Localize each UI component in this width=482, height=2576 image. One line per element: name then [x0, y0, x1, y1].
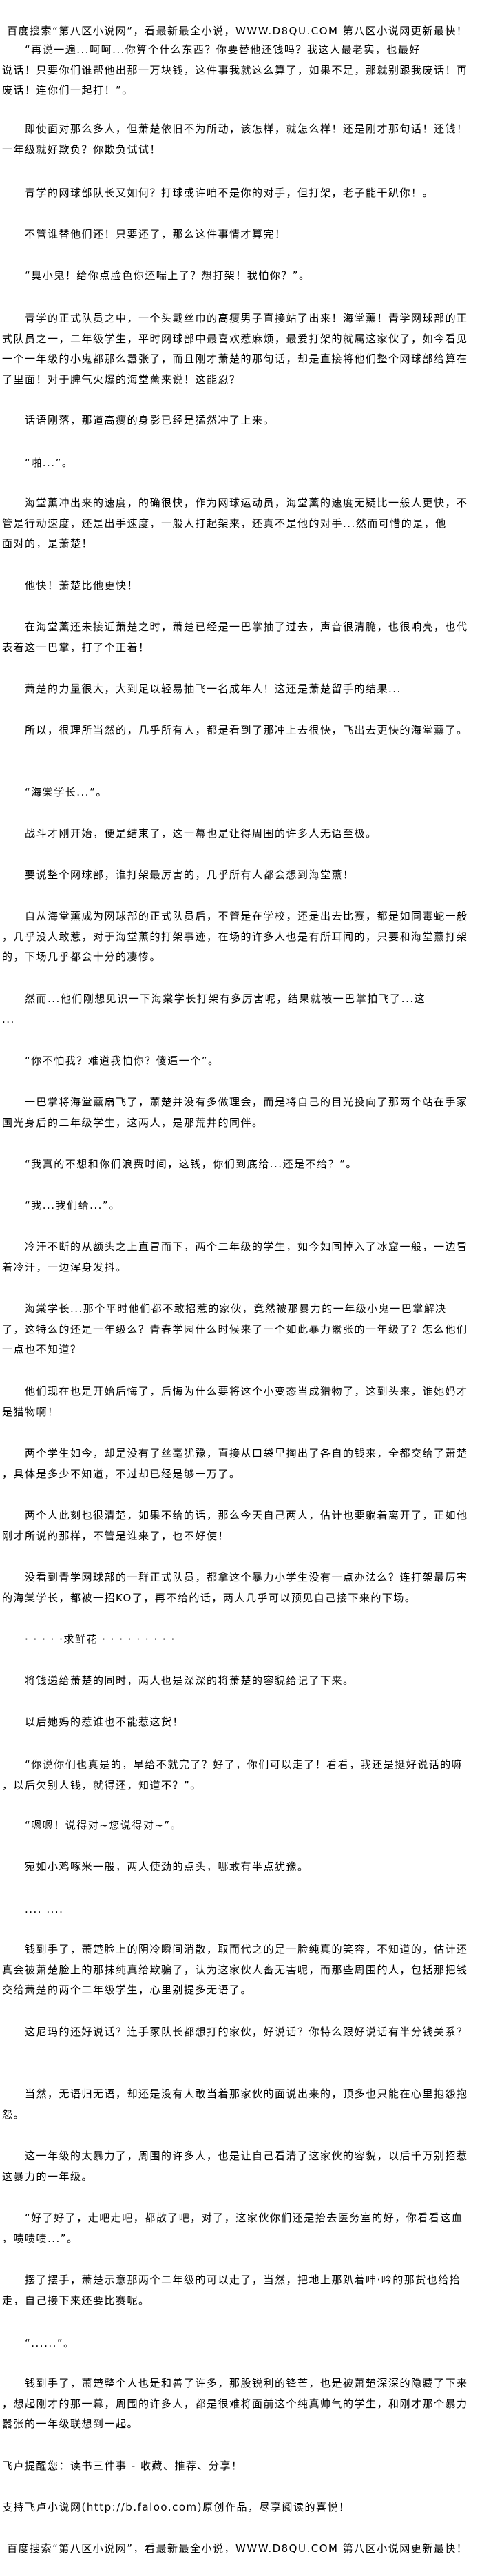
paragraph-line: 战斗才刚开始，便是结束了，这一幕也是让得周围的许多人无语至极。 [25, 827, 377, 840]
paragraph-line: 青学的正式队员之中，一个头戴丝巾的高瘦男子直接站了出来！海堂薰！青学网球部的正 [25, 312, 468, 324]
paragraph-line: 飞卢提醒您：读书三件事 - 收藏、推荐、分享！ [2, 2460, 243, 2472]
paragraph-line: 这暴力的一年级。 [2, 2170, 94, 2183]
paragraph-line: 青学的网球部队长又如何？打球或许咱不是你的对手，但打架，老子能干趴你！。 [25, 187, 434, 199]
paragraph-line: 一个一年级的小鬼都那么嚣张了，而且刚才萧楚的那句话，却是直接将他们整个网球部给算… [2, 353, 468, 366]
paragraph-line: 两个人此刻也很清楚，如果不给的话，那么今天自己两人，估计也要躺着离开了，正如他 [25, 1509, 468, 1521]
paragraph-line: 海棠学长...那个平时他们都不敢招惹的家伙，竟然被那暴力的一年级小鬼一巴掌解决 [25, 1302, 447, 1315]
paragraph-line: 即使面对那么多人，但萧楚依旧不为所动，该怎样，就怎么样！还是刚才那句话！还钱！ [25, 123, 468, 135]
paragraph-line: 真会被萧楚脸上的那抹纯真给欺骗了，认为这家伙人畜无害呢，而那些周围的人，包括那把… [2, 1963, 468, 1976]
paragraph-line: 一点也不知道？ [2, 1343, 82, 1356]
paragraph-line: 走，自己接下来还要比赛呢。 [2, 2294, 150, 2307]
paragraph-line: 的海棠学长，都被一招KO了，再不给的话，两人几乎可以预见自己接下来的下场。 [2, 1591, 417, 1604]
paragraph-line: 要说整个网球部，谁打架最厉害的，几乎所有人都会想到海堂薰！ [25, 869, 355, 881]
paragraph-line: “你说你们也真是的，早给不就完了？好了，你们可以走了！看看，我还是挺好说话的嘛 [25, 1758, 463, 1771]
header-banner: 百度搜索“第八区小说网”，看最新最全小说，WWW.D8QU.COM 第八区小说网… [7, 25, 468, 37]
paragraph-line: “臭小鬼！给你点脸色你还喘上了？想打架！我怕你？”。 [25, 269, 311, 282]
paragraph-line: 将钱递给萧楚的同时，两人也是深深的将萧楚的容貌给记了下来。 [25, 1674, 355, 1687]
paragraph-line: 钱到手了，萧楚脸上的阴冷瞬间消散，取而代之的是一脸纯真的笑容，不知道的，估计还 [25, 1943, 468, 1955]
paragraph-line: 没看到青学网球部的一群正式队员，都拿这个暴力小学生没有一点办法么？连打架最厉害 [25, 1571, 468, 1583]
paragraph-line: 国光身后的二年级学生，这两人，是那荒井的同伴。 [2, 1116, 264, 1129]
paragraph-line: 怨。 [2, 2108, 25, 2121]
paragraph-line: 了，这特么的还是一年级么？青春学园什么时候来了一个如此暴力嚣张的一年级了？怎么他… [2, 1322, 468, 1336]
paragraph-line: 表着这一巴掌，打了个正着！ [2, 641, 150, 654]
paragraph-line: 摆了摆手，萧楚示意那两个二年级的可以走了，当然，把地上那趴着呻·吟的那货也给抬 [25, 2274, 461, 2286]
paragraph-line: ，以后欠别人钱，就得还，知道不？”。 [2, 1778, 202, 1791]
paragraph-line: “我...我们给...”。 [25, 1199, 120, 1212]
paragraph-line: ，几乎没人敢惹，对于海堂薰的打架事迹，在场的许多人也是有所耳闻的，只要和海堂薰打… [2, 930, 468, 943]
paragraph-line: 交给萧楚的两个二年级学生，心里别提多无语了。 [2, 1984, 253, 1997]
paragraph-line: “我真的不想和你们浪费时间，这钱，你们到底给...还是不给？”。 [25, 1158, 357, 1170]
paragraph-line: 钱到手了，萧楚整个人也是和善了许多，那股锐利的锋芒，也是被萧楚深深的隐藏了下来 [25, 2377, 468, 2389]
paragraph-line: “啪...”。 [25, 457, 74, 469]
paragraph-line: 了里面！对于脾气火爆的海堂薰来说！这能忍？ [2, 373, 241, 386]
paragraph-line: 当然，无语归无语，却还是没有人敢当着那家伙的面说出来的，顶多也只能在心里抱怨抱 [25, 2088, 468, 2100]
paragraph-line: 所以，很理所当然的，几乎所有人，都是看到了那冲上去很快，飞出去更快的海堂薰了。 [25, 724, 468, 736]
paragraph-line: 刚才所说的那样，不管是谁来了，也不好使！ [2, 1529, 230, 1542]
paragraph-line: 他快！萧楚比他更快！ [25, 579, 139, 592]
paragraph-line: · · · · ·求鲜花 · · · · · · · · · [25, 1633, 176, 1645]
paragraph-line: 面对的，是萧楚！ [2, 537, 94, 550]
paragraph-line: 冷汗不断的从额头之上直冒而下，两个二年级的学生，如今如同掉入了冰窟一般，一边冒 [25, 1240, 468, 1253]
paragraph-line: 然而...他们刚想见识一下海棠学长打架有多厉害呢，结果就被一巴掌拍飞了...这 [25, 993, 426, 1005]
paragraph-line: “再说一遍...呵呵...你算个什么东西？你要替他还钱吗？我这人最老实，也最好 [25, 43, 421, 56]
paragraph-line: 两个学生如今，却是没有了丝毫犹豫，直接从口袋里掏出了各自的钱来，全都交给了萧楚 [25, 1447, 468, 1460]
paragraph-line: 他们现在也是开始后悔了，后悔为什么要将这个小变态当成猎物了，这到头来，谁她妈才 [25, 1385, 468, 1398]
paragraph-line: 自从海堂薰成为网球部的正式队员后，不管是在学校，还是出去比赛，都是如同毒蛇一般 [25, 910, 468, 922]
paragraph-line: ，具体是多少不知道，不过却已经是够一万了。 [2, 1467, 241, 1480]
paragraph-line: ，啧啧啧...”。 [2, 2232, 78, 2245]
paragraph-line: 一年级就好欺负？你欺负试试！ [2, 143, 162, 156]
paragraph-line: “嗯嗯！说得对~您说得对~”。 [25, 1819, 182, 1831]
paragraph-line: 废话！连你们一起打！”。 [2, 84, 134, 97]
paragraph-line: “好了好了，走吧走吧，都散了吧，对了，这家伙你们还是抬去医务室的好，你看看这血 [25, 2212, 463, 2224]
paragraph-line: 以后她妈的惹谁也不能惹这货！ [25, 1716, 185, 1728]
paragraph-line: 支持飞卢小说网(http://b.faloo.com)原创作品，尽享阅读的喜悦！ [2, 2501, 350, 2513]
paragraph-line: 这一年级的太暴力了，周围的许多人，也是让自己看清了这家伙的容貌，以后千万别招惹 [25, 2150, 468, 2162]
paragraph-line: 话语刚落，那道高瘦的身影已经是猛然冲了上来。 [25, 414, 275, 426]
paragraph-line: 萧楚的力量很大，大到足以轻易抽飞一名成年人！这还是萧楚留手的结果... [25, 683, 401, 695]
footer-banner: 百度搜索“第八区小说网”，看最新最全小说，WWW.D8QU.COM 第八区小说网… [7, 2542, 468, 2555]
paragraph-line: 嚣张的一年级联想到一起。 [2, 2418, 139, 2431]
paragraph-line: ，想起刚才的那一幕，周围的许多人，都是很难将面前这个纯真帅气的学生，和刚才那个暴… [2, 2397, 468, 2410]
paragraph-line: 着冷汗，一边浑身发抖。 [2, 1260, 127, 1274]
paragraph-line: “你不怕我？难道我怕你？傻逼一个”。 [25, 1055, 220, 1067]
paragraph-line: 宛如小鸡啄米一般，两人使劲的点头，哪敢有半点犹豫。 [25, 1860, 309, 1873]
paragraph-line: 一巴掌将海堂薰扇飞了，萧楚并没有多做理会，而是将自己的目光投向了那两个站在手冢 [25, 1096, 468, 1108]
paragraph-line: 管是行动速度，还是出手速度，一般人打起架来，还真不是他的对手...然而可惜的是，… [2, 517, 447, 530]
paragraph-line: 不管谁替他们还！只要还了，那么这件事情才算完！ [25, 228, 286, 240]
paragraph-line: 海堂薰冲出来的速度，的确很快，作为网球运动员，海堂薰的速度无疑比一般人更快，不 [25, 497, 468, 509]
paragraph-line: 这尼玛的还好说话？连手冢队长都想打的家伙，好说话？你特么跟好说话有半分钱关系？ [25, 2026, 468, 2038]
paragraph-line: .... .... [25, 1903, 64, 1915]
paragraph-line: 是猎物啊！ [2, 1405, 59, 1418]
paragraph-line: 说话！只要你们谁帮他出那一万块钱，这件事我就这么算了，如果不是，那就别跟我废话！… [2, 63, 468, 76]
paragraph-line: “......”。 [25, 2337, 75, 2349]
paragraph-line: ... [2, 1012, 15, 1026]
paragraph-line: 在海堂薰还未接近萧楚之时，萧楚已经是一巴掌抽了过去，声音很清脆，也很响亮，也代 [25, 621, 468, 633]
paragraph-line: 的，下场几乎都会十分的凄惨。 [2, 951, 162, 964]
paragraph-line: “海棠学长...”。 [25, 786, 107, 798]
paragraph-line: 式队员之一，二年级学生，平时网球部中最喜欢惹麻烦，最爱打架的就属这家伙了，如今看… [2, 332, 468, 345]
